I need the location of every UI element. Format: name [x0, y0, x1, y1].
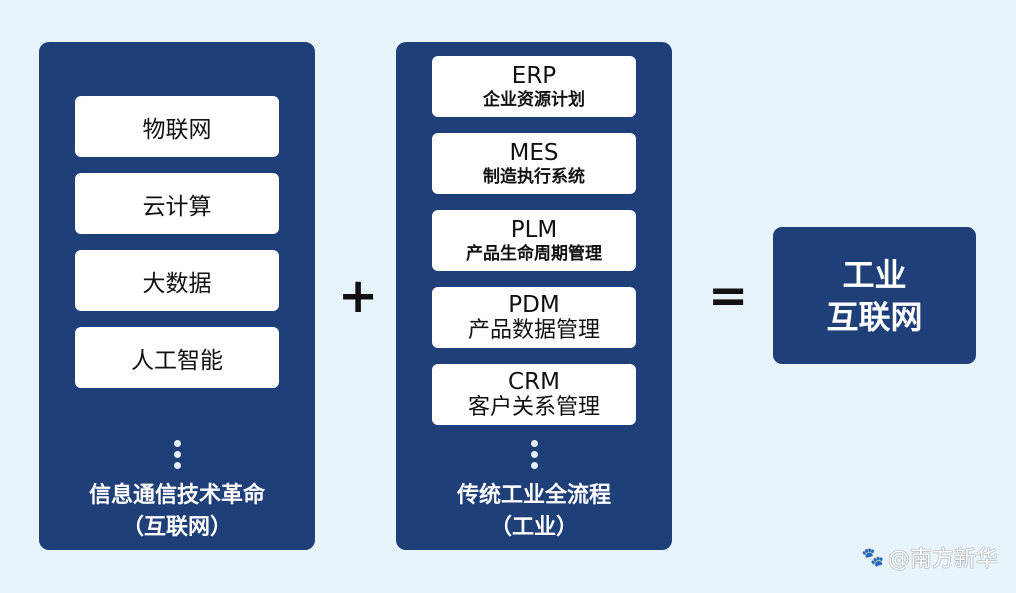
caption-subtitle: （互联网）: [121, 515, 232, 540]
item-abbr: ERP: [511, 62, 557, 89]
watermark: 🐾 @南方新华: [862, 541, 998, 573]
caption-title: 信息通信技术革命: [88, 483, 265, 508]
item-mes: MES 制造执行系统: [432, 133, 636, 194]
item-abbr: MES: [509, 139, 559, 166]
panel-caption: 信息通信技术革命 （互联网）: [39, 480, 315, 544]
item-label: 云计算: [142, 193, 212, 220]
watermark-text: @南方新华: [887, 547, 998, 572]
item-abbr: PLM: [510, 216, 558, 243]
item-ai: 人工智能: [75, 327, 279, 388]
item-label: 大数据: [142, 270, 212, 297]
item-abbr: CRM: [508, 368, 560, 395]
item-big-data: 大数据: [75, 250, 279, 311]
item-pdm: PDM 产品数据管理: [432, 287, 636, 348]
industrial-internet-result: 工业 互联网: [773, 227, 976, 364]
item-full-name: 产品生命周期管理: [466, 243, 602, 264]
vertical-ellipsis-icon: [173, 440, 181, 469]
item-iot: 物联网: [75, 96, 279, 157]
item-label: 物联网: [142, 116, 212, 143]
ict-revolution-panel: 物联网 云计算 大数据 人工智能 信息通信技术革命 （互联网）: [39, 42, 315, 550]
item-full-name: 制造执行系统: [483, 166, 585, 187]
item-full-name: 客户关系管理: [467, 394, 600, 420]
vertical-ellipsis-icon: [530, 440, 538, 469]
paw-icon: 🐾: [861, 546, 884, 568]
equals-icon: =: [708, 268, 749, 324]
item-abbr: PDM: [508, 291, 560, 318]
item-cloud-computing: 云计算: [75, 173, 279, 234]
plus-icon: +: [338, 268, 379, 324]
item-erp: ERP 企业资源计划: [432, 56, 636, 117]
result-line1: 工业: [842, 255, 907, 294]
item-label: 人工智能: [131, 347, 223, 374]
caption-title: 传统工业全流程: [456, 483, 611, 508]
traditional-industry-panel: ERP 企业资源计划 MES 制造执行系统 PLM 产品生命周期管理 PDM 产…: [396, 42, 672, 550]
panel-caption: 传统工业全流程 （工业）: [396, 480, 672, 544]
item-plm: PLM 产品生命周期管理: [432, 210, 636, 271]
item-crm: CRM 客户关系管理: [432, 364, 636, 425]
result-line2: 互联网: [826, 297, 923, 336]
item-full-name: 产品数据管理: [467, 317, 600, 343]
item-full-name: 企业资源计划: [483, 89, 585, 110]
caption-subtitle: （工业）: [489, 515, 578, 540]
